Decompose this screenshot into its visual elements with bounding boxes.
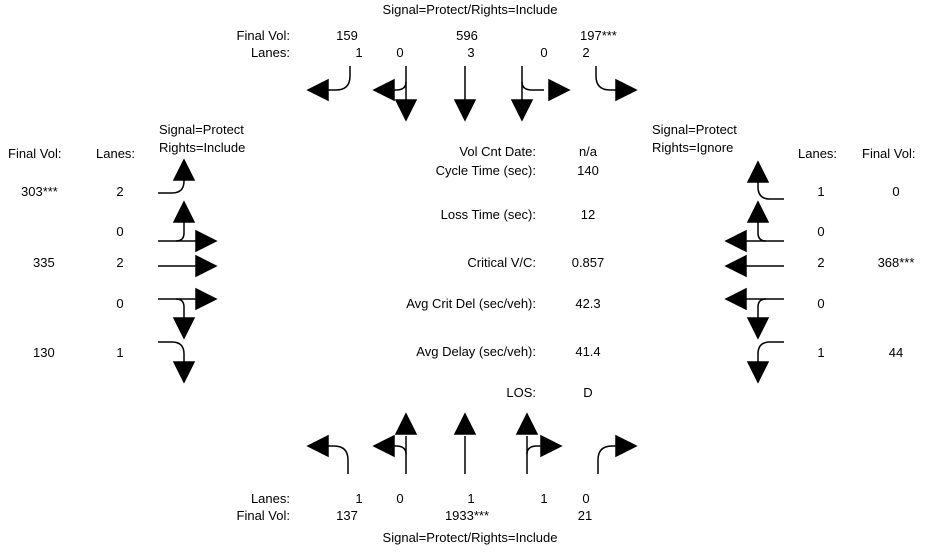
west-signal-label: Signal=Protect [159,122,244,137]
north-right-turn-arrow [595,66,637,101]
south-lanes-value: 0 [396,491,404,506]
avg-crit-del-label: Avg Crit Del (sec/veh): [406,296,536,311]
vol-cnt-date-value: n/a [578,144,598,159]
east-final-vol-label: Final Vol: [862,146,916,161]
cycle-time-label: Cycle Time (sec): [435,163,536,178]
west-lanes-value: 0 [116,224,124,239]
east-through-arrow [725,255,784,277]
north-lanes-value: 2 [582,45,590,60]
cycle-time-value: 140 [577,163,599,178]
south-left-turn-arrow [307,435,349,474]
west-final-vol-left: 303*** [21,184,58,199]
west-rights-label: Rights=Include [159,140,246,155]
east-lanes-value: 1 [817,184,825,199]
north-lanes-value: 0 [396,45,404,60]
east-lanes-value: 0 [817,224,825,239]
north-lanes-label: Lanes: [250,45,290,60]
south-lanes-label: Lanes: [250,491,290,506]
north-signal-label: Signal=Protect/Rights=Include [382,2,558,17]
los-value: D [583,385,593,400]
critical-vc-label: Critical V/C: [467,255,536,270]
west-final-vol-right: 130 [33,345,55,360]
south-final-vol-right: 21 [577,508,593,523]
east-final-vol-right: 44 [888,345,904,360]
south-signal-label: Signal=Protect/Rights=Include [382,530,558,545]
east-lanes-value: 1 [817,345,825,360]
critical-vc-value: 0.857 [571,255,605,270]
north-through-arrow [454,66,476,121]
west-through-arrow [158,255,217,277]
south-lanes-value: 0 [582,491,590,506]
west-lanes-value: 2 [116,184,124,199]
east-final-vol-left: 0 [892,184,900,199]
north-final-vol-right: 197*** [580,28,617,43]
south-right-turn-arrow [597,435,637,474]
west-left-through-arrow [158,201,217,252]
east-lanes-value: 0 [817,296,825,311]
east-rights-label: Rights=Ignore [652,140,734,155]
south-lanes-value: 1 [540,491,548,506]
north-lanes-value: 1 [355,45,363,60]
avg-crit-del-value: 42.3 [575,296,601,311]
north-final-vol-left: 159 [336,28,358,43]
north-final-vol-through: 596 [456,28,478,43]
north-final-vol-label: Final Vol: [236,28,290,43]
north-lanes-value: 0 [540,45,548,60]
east-through-right-arrow [725,201,784,252]
avg-delay-value: 41.4 [575,344,601,359]
loss-time-label: Loss Time (sec): [440,207,536,222]
west-lanes-value: 0 [116,296,124,311]
north-left-turn-arrow [307,66,351,101]
vol-cnt-date-label: Vol Cnt Date: [459,144,536,159]
south-through-right-arrow [516,413,562,474]
north-lanes-value: 3 [467,45,475,60]
west-lanes-value: 1 [116,345,124,360]
west-left-turn-arrow [158,159,195,194]
avg-delay-label: Avg Delay (sec/veh): [416,344,536,359]
west-lanes-label: Lanes: [96,146,136,161]
west-lanes-value: 2 [116,255,124,270]
west-final-vol-through: 335 [33,255,55,270]
south-final-vol-through: 1933*** [444,508,490,523]
los-label: LOS: [506,385,536,400]
east-right-turn-arrow [747,161,784,200]
loss-time-value: 12 [580,207,596,222]
west-final-vol-label: Final Vol: [8,146,62,161]
west-right-turn-arrow [158,341,195,383]
south-through-arrow [454,413,476,474]
south-lanes-value: 1 [467,491,475,506]
south-final-vol-left: 137 [336,508,358,523]
east-final-vol-through: 368*** [877,255,915,270]
east-left-turn-arrow [747,341,784,383]
west-through-right-arrow [158,288,217,339]
north-left-through-arrow [373,66,417,121]
east-left-through-arrow [725,288,784,339]
south-final-vol-label: Final Vol: [236,508,290,523]
south-left-through-arrow [373,413,417,474]
north-through-right-arrow [511,66,570,121]
south-lanes-value: 1 [355,491,363,506]
east-lanes-value: 2 [817,255,825,270]
east-signal-label: Signal=Protect [652,122,737,137]
east-lanes-label: Lanes: [798,146,838,161]
